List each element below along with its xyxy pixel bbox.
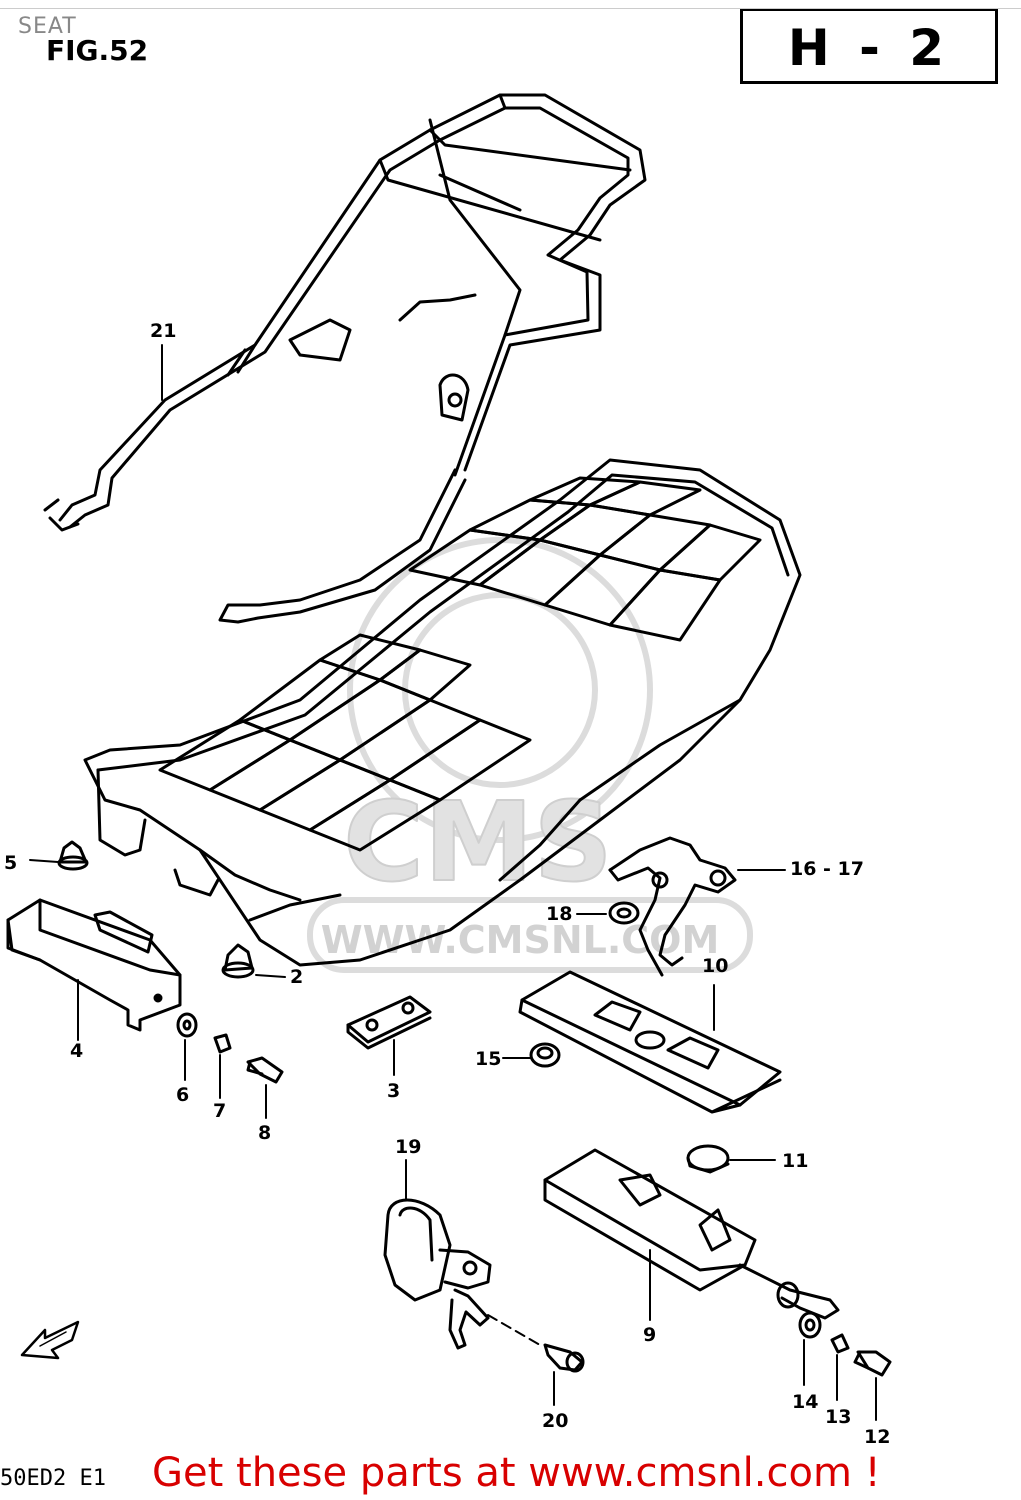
part-label-7[interactable]: 7 xyxy=(213,1100,227,1122)
part-label-10[interactable]: 10 xyxy=(702,955,729,977)
part-19-lock-drawing xyxy=(383,1159,492,1350)
part-label-6[interactable]: 6 xyxy=(176,1084,190,1106)
part-label-11[interactable]: 11 xyxy=(782,1150,809,1172)
part-label-4[interactable]: 4 xyxy=(70,1040,84,1062)
part-4-bracket-drawing xyxy=(6,898,182,1041)
figure-label: FIG.52 xyxy=(46,34,149,67)
part-label-12[interactable]: 12 xyxy=(864,1426,891,1448)
part-7-nut-drawing xyxy=(213,1033,232,1099)
section-code: H - 2 xyxy=(787,19,951,77)
part-label-21[interactable]: 21 xyxy=(150,320,177,342)
part-label-13[interactable]: 13 xyxy=(825,1406,852,1428)
part-8-bolt-drawing xyxy=(246,1056,284,1119)
part-16-17-bracket-drawing xyxy=(608,836,786,977)
part-label-16-17[interactable]: 16 - 17 xyxy=(790,858,864,880)
part-label-18[interactable]: 18 xyxy=(546,903,573,925)
part-14-washer-drawing xyxy=(798,1311,822,1386)
part-12-bolt-drawing xyxy=(853,1350,892,1421)
part-3-plate-drawing xyxy=(346,995,432,1076)
part-label-20[interactable]: 20 xyxy=(542,1410,569,1432)
part-label-3[interactable]: 3 xyxy=(387,1080,401,1102)
part-10-plate-drawing xyxy=(518,970,782,1114)
document-title: SEAT xyxy=(18,14,77,39)
part-2-cushion-drawing xyxy=(221,943,286,979)
part-18-nut-drawing xyxy=(576,901,640,925)
part-label-8[interactable]: 8 xyxy=(258,1122,272,1144)
part-label-2[interactable]: 2 xyxy=(290,966,304,988)
part-6-washer-drawing xyxy=(176,1012,198,1081)
fwd-arrow-icon xyxy=(20,1320,80,1360)
part-21-carrier-drawing xyxy=(43,93,647,624)
watermark xyxy=(307,537,753,973)
part-label-14[interactable]: 14 xyxy=(792,1391,819,1413)
seat-drawing xyxy=(83,458,802,967)
top-rule xyxy=(0,8,1021,9)
get-parts-link[interactable]: Get these parts at www.cmsnl.com ! xyxy=(152,1450,881,1496)
part-label-19[interactable]: 19 xyxy=(395,1136,422,1158)
model-code: 50ED2 E1 xyxy=(0,1466,106,1491)
part-15-grommet-drawing xyxy=(502,1042,561,1068)
part-11-cap-drawing xyxy=(686,1144,776,1174)
part-label-9[interactable]: 9 xyxy=(643,1324,657,1346)
section-code-box: H - 2 xyxy=(740,8,998,84)
part-5-cushion-drawing xyxy=(29,840,89,871)
part-label-15[interactable]: 15 xyxy=(475,1048,502,1070)
part-13-nut-drawing xyxy=(830,1333,850,1401)
part-20-screw-drawing xyxy=(487,1314,585,1406)
part-label-5[interactable]: 5 xyxy=(4,852,18,874)
part-9-latch-drawing xyxy=(543,1148,840,1321)
watermark-url: WWW.CMSNL.COM xyxy=(321,918,720,962)
